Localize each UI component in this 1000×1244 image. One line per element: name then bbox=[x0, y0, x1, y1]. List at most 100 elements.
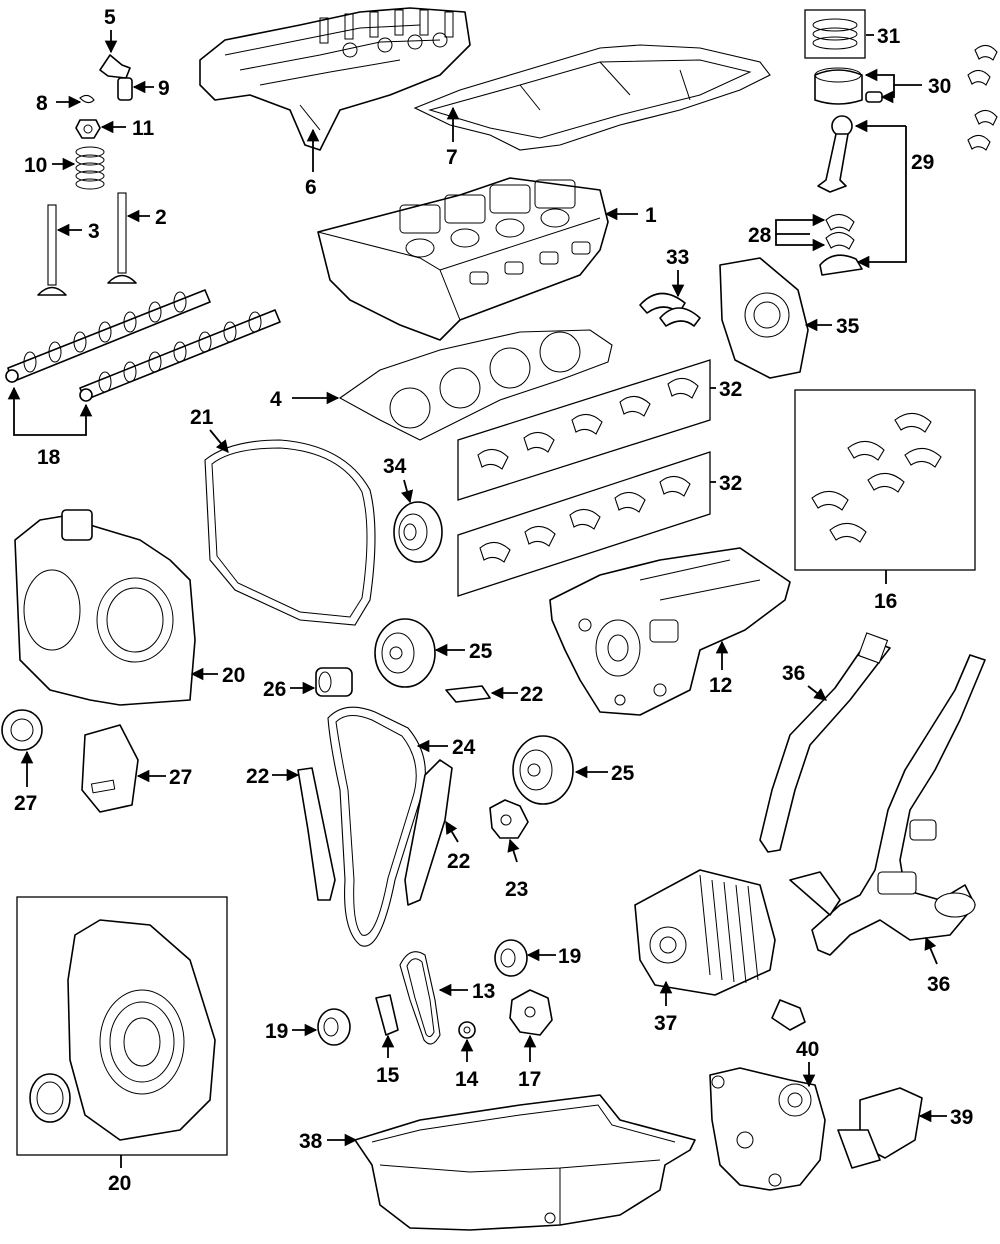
crankshaft-sprocket bbox=[494, 939, 528, 977]
callout-22b: 22 bbox=[520, 683, 543, 706]
timing-cover-housing bbox=[14, 509, 196, 706]
callout-8: 8 bbox=[36, 92, 48, 115]
rocker-arm bbox=[99, 54, 131, 79]
callout-20b: 20 bbox=[108, 1172, 131, 1195]
callout-38: 38 bbox=[299, 1130, 323, 1153]
chain-guide-right bbox=[404, 759, 453, 906]
callout-6: 6 bbox=[305, 176, 317, 199]
callout-34: 34 bbox=[383, 455, 407, 478]
callout-1: 1 bbox=[645, 204, 657, 227]
valve-keeper bbox=[79, 94, 95, 104]
chain-guide-left bbox=[297, 767, 336, 901]
connecting-rod bbox=[817, 115, 853, 193]
leader-lines bbox=[7, 30, 947, 1168]
water-pump bbox=[709, 1067, 826, 1191]
callout-32a: 32 bbox=[719, 378, 742, 401]
camshaft-sprocket-upper bbox=[374, 618, 436, 688]
camshafts bbox=[5, 289, 281, 402]
head-gasket bbox=[338, 329, 613, 441]
callout-28: 28 bbox=[748, 224, 772, 247]
callout-9: 9 bbox=[158, 77, 170, 100]
valve-spring bbox=[75, 146, 105, 190]
camshaft-position-sensor-ring bbox=[1, 709, 43, 751]
crankshaft-seal bbox=[29, 1073, 71, 1123]
callout-18: 18 bbox=[37, 446, 61, 469]
callout-19a: 19 bbox=[558, 945, 581, 968]
callout-3: 3 bbox=[88, 220, 100, 243]
callout-2: 2 bbox=[155, 206, 167, 229]
rod-cap bbox=[819, 254, 863, 276]
callout-33: 33 bbox=[666, 246, 689, 269]
front-cover-box bbox=[16, 896, 228, 1156]
valve-retainer bbox=[75, 119, 101, 139]
callout-14: 14 bbox=[455, 1068, 479, 1091]
callout-30: 30 bbox=[928, 75, 951, 98]
oil-pump-balance-shaft bbox=[549, 547, 791, 716]
piston bbox=[814, 67, 883, 105]
callout-5: 5 bbox=[104, 6, 116, 29]
callout-24: 24 bbox=[452, 736, 476, 759]
callout-36a: 36 bbox=[782, 662, 805, 685]
callout-16: 16 bbox=[874, 590, 897, 613]
lash-adjuster bbox=[117, 77, 133, 101]
callout-39: 39 bbox=[950, 1106, 973, 1129]
callout-36b: 36 bbox=[927, 973, 950, 996]
callout-22c: 22 bbox=[447, 850, 470, 873]
callout-15: 15 bbox=[376, 1064, 400, 1087]
callout-26: 26 bbox=[263, 678, 286, 701]
callout-21: 21 bbox=[190, 406, 214, 429]
callout-37: 37 bbox=[654, 1012, 677, 1035]
callout-31: 31 bbox=[877, 25, 901, 48]
front-cover-gasket bbox=[204, 439, 376, 626]
main-bearing-set-upper bbox=[457, 359, 711, 501]
callout-20a: 20 bbox=[222, 664, 245, 687]
callout-25b: 25 bbox=[611, 762, 635, 785]
balance-shaft-sprocket bbox=[317, 1008, 351, 1046]
idler-pulley bbox=[393, 501, 443, 563]
dipstick-tube bbox=[789, 654, 986, 956]
callout-11: 11 bbox=[132, 117, 155, 140]
callout-29: 29 bbox=[911, 151, 934, 174]
callout-labels: 1 2 3 4 5 6 7 8 9 10 11 12 13 14 15 16 1… bbox=[14, 6, 973, 1195]
oil-fill-tube bbox=[759, 632, 891, 853]
thermostat-housing bbox=[837, 1087, 923, 1169]
exhaust-valve bbox=[107, 192, 137, 284]
callout-40: 40 bbox=[796, 1038, 819, 1061]
callout-35: 35 bbox=[836, 315, 860, 338]
camshaft-sprocket-lower bbox=[512, 735, 574, 805]
loose-bearings bbox=[967, 44, 998, 151]
main-bearing-set-lower bbox=[457, 451, 711, 597]
callout-27a: 27 bbox=[14, 792, 37, 815]
sprocket-nut bbox=[458, 1021, 476, 1039]
intake-valve bbox=[37, 204, 67, 296]
timing-chain bbox=[327, 706, 426, 947]
callout-13: 13 bbox=[472, 980, 495, 1003]
cover-gasket bbox=[413, 44, 771, 151]
front-cover bbox=[67, 919, 216, 1141]
callout-12: 12 bbox=[709, 674, 732, 697]
guide-pad bbox=[445, 685, 491, 703]
callout-7: 7 bbox=[446, 146, 458, 169]
callout-4: 4 bbox=[270, 388, 282, 411]
rod-bearing-pair bbox=[825, 213, 855, 250]
callout-25a: 25 bbox=[469, 640, 493, 663]
callout-23: 23 bbox=[505, 878, 528, 901]
callout-17: 17 bbox=[518, 1068, 541, 1091]
camshaft-solenoid bbox=[81, 724, 139, 813]
callout-10: 10 bbox=[24, 154, 47, 177]
thrust-bearing bbox=[639, 292, 701, 327]
chain-tensioner bbox=[489, 799, 529, 839]
cylinder-head bbox=[317, 177, 609, 341]
callout-22a: 22 bbox=[246, 765, 269, 788]
balance-chain-tensioner bbox=[509, 989, 553, 1036]
balance-shaft-chain bbox=[399, 951, 441, 1045]
callout-32b: 32 bbox=[719, 472, 742, 495]
oil-cooler bbox=[634, 869, 806, 1031]
rear-seal-housing bbox=[719, 257, 809, 379]
callout-19b: 19 bbox=[265, 1020, 288, 1043]
rod-bearing-box bbox=[794, 389, 976, 571]
rod-bearings bbox=[811, 412, 942, 543]
guide-bolt bbox=[315, 667, 353, 697]
